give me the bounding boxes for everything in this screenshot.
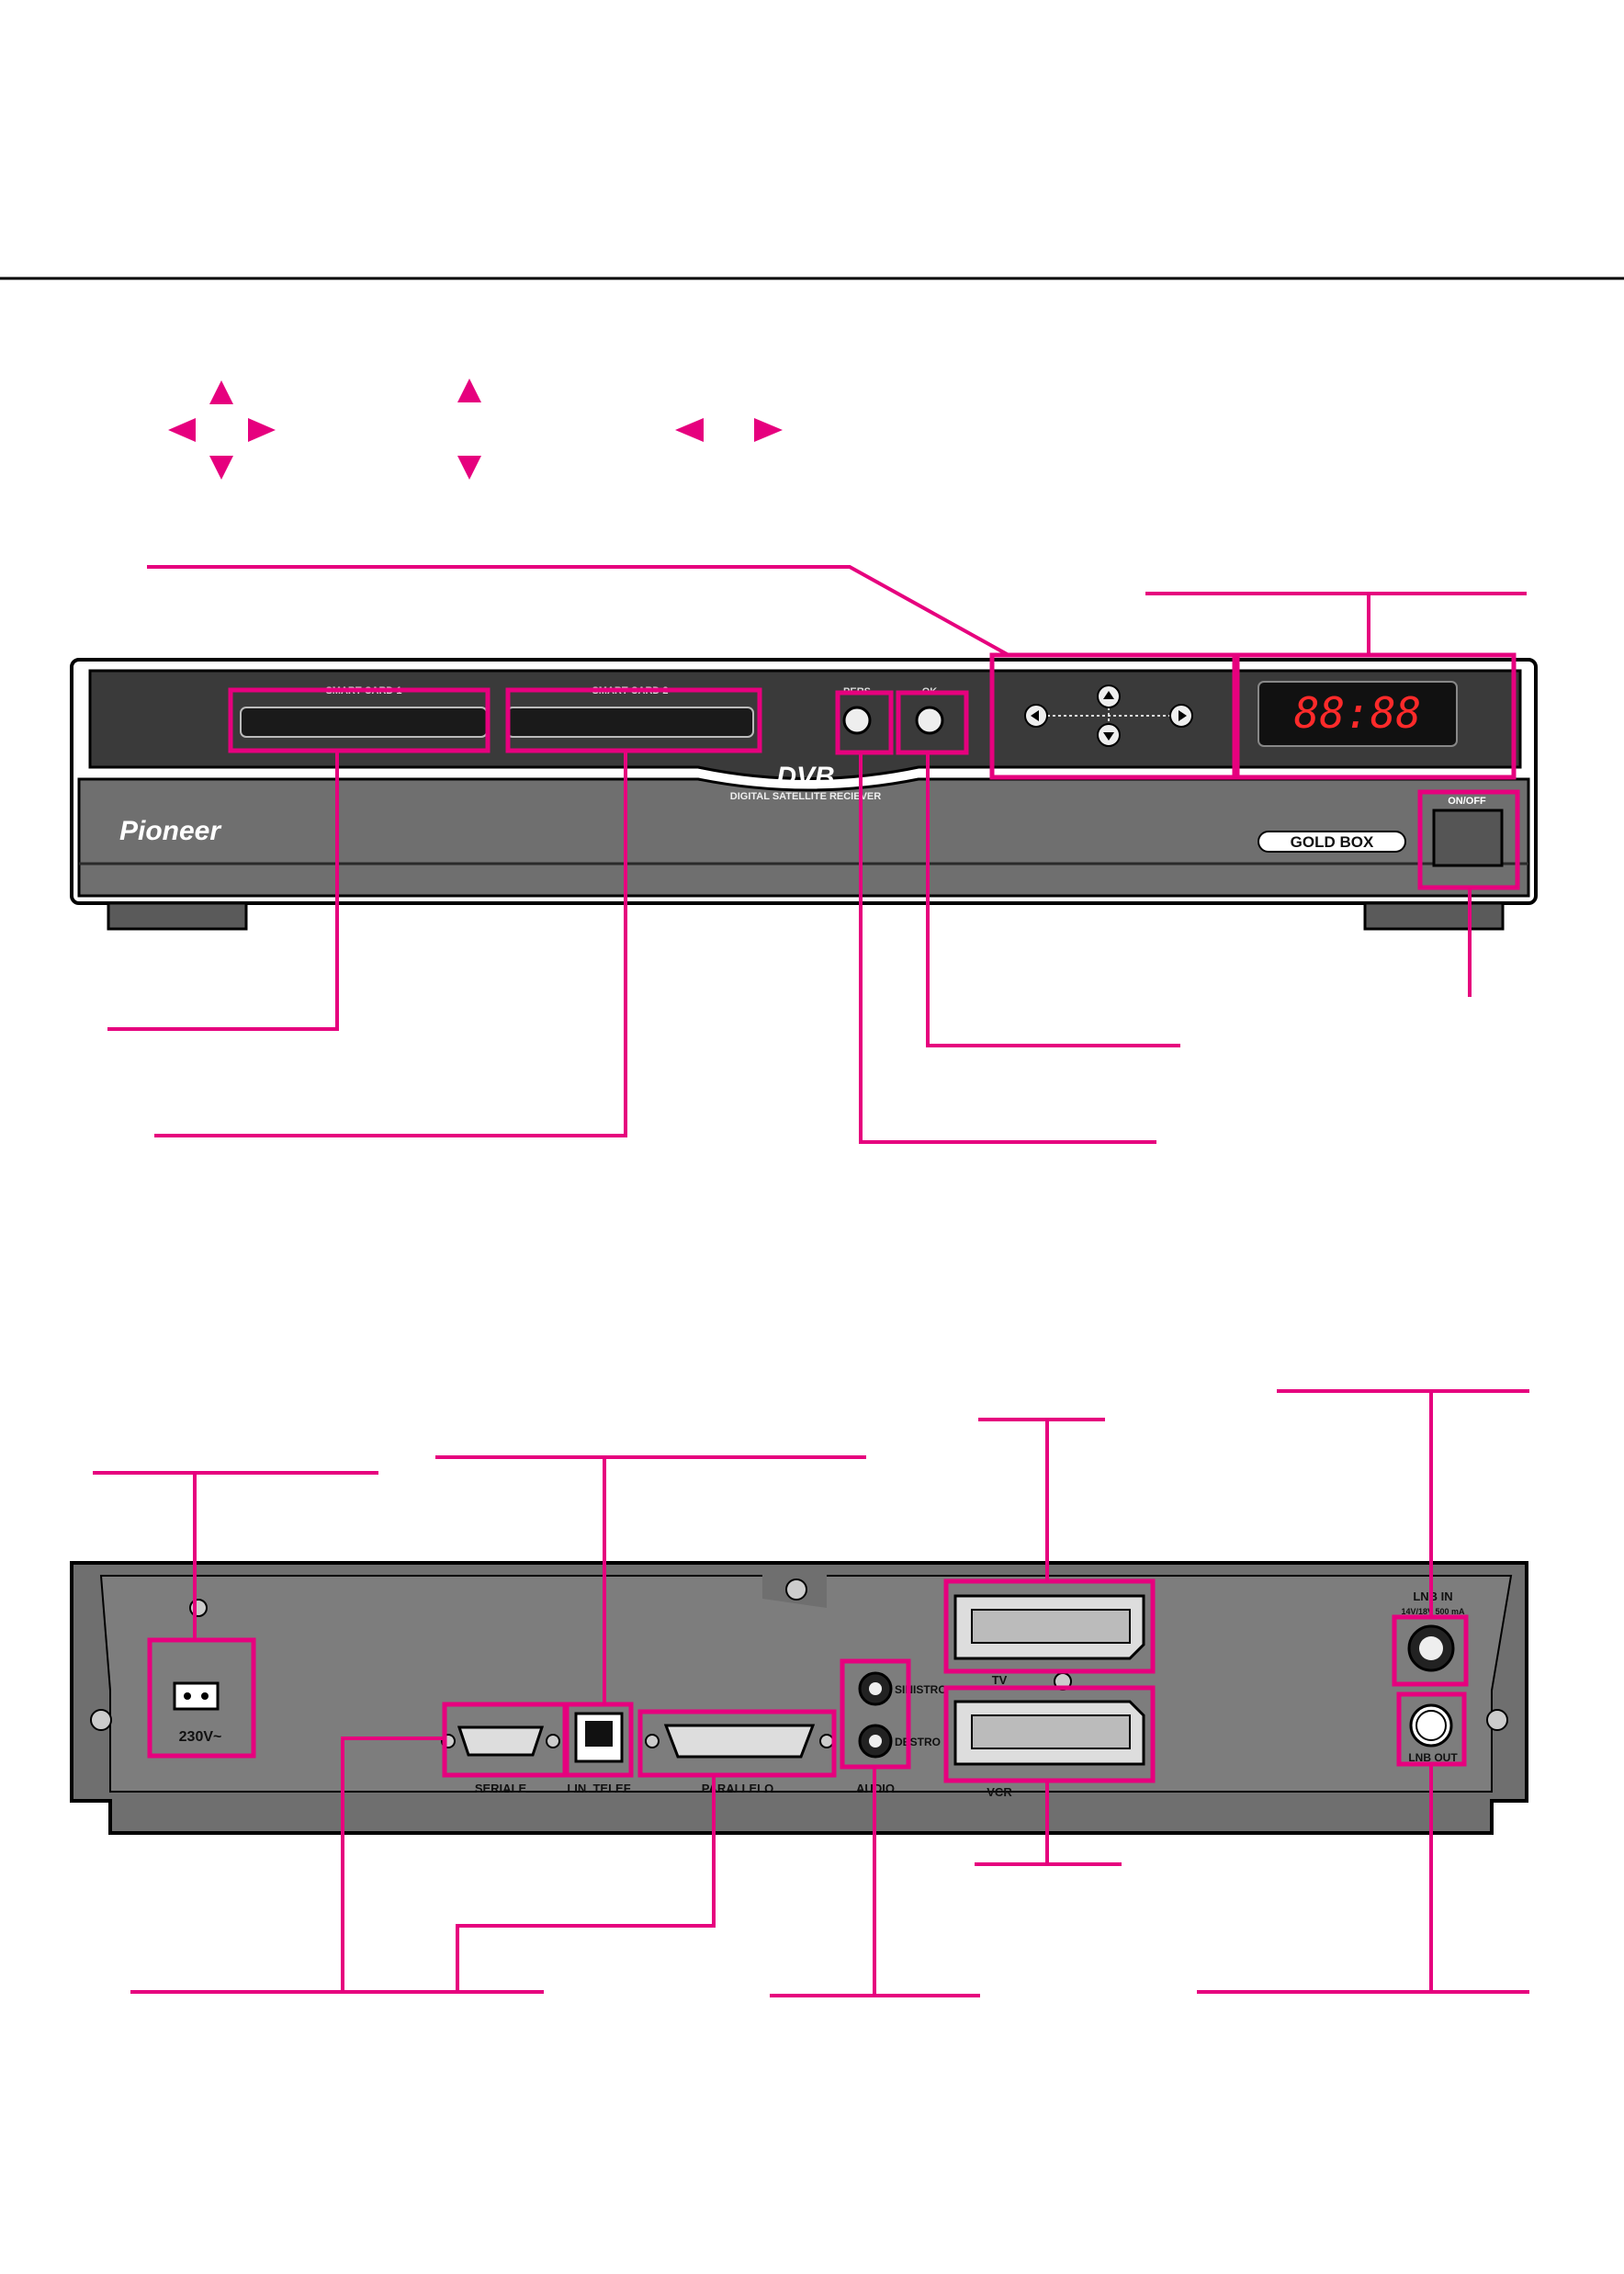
lnb-in-port[interactable] (1407, 1624, 1455, 1672)
lnb-out-label: LNB OUT (1408, 1751, 1458, 1764)
navigation-pad (1024, 684, 1193, 747)
phone-line-port[interactable] (574, 1712, 624, 1763)
rear-leader-lines (93, 1389, 1529, 1997)
up-down-arrows-icon (457, 379, 481, 480)
callout-box-ok (896, 690, 969, 755)
callout-box-smart-card-1 (228, 687, 491, 753)
parallelo-label: PARALLELO (702, 1782, 773, 1795)
callout-box-tv (943, 1578, 1156, 1674)
audio-right-jack[interactable] (858, 1724, 893, 1759)
callout-box-pers (835, 690, 894, 755)
rear-panel: 230V~ SERIALE LIN. TELEF PARALLELO (70, 1561, 1528, 1835)
serial-port[interactable] (441, 1725, 560, 1757)
front-panel: SMART CARD 1 SMART CARD 2 PERS OK DVB DI… (70, 658, 1538, 931)
destro-label: DESTRO (895, 1736, 941, 1748)
four-way-arrows-icon (168, 380, 276, 480)
callout-box-display (1235, 652, 1517, 780)
front-leader-lines (107, 565, 1527, 1144)
scart-vcr-port[interactable] (953, 1700, 1145, 1766)
callout-box-smart-card-2 (505, 687, 762, 753)
power-button[interactable] (1432, 809, 1504, 867)
callout-box-power-input (147, 1637, 256, 1759)
nav-right-button[interactable] (1169, 704, 1193, 728)
power-socket[interactable] (173, 1681, 220, 1711)
model-label: GOLD BOX (1291, 833, 1374, 851)
device-subtitle: DIGITAL SATELLITE RECIEVER (730, 791, 881, 802)
tv-label: TV (992, 1673, 1008, 1687)
lnb-out-port[interactable] (1409, 1703, 1453, 1748)
callout-box-vcr (943, 1685, 1156, 1783)
power-label: ON/OFF (1448, 796, 1486, 807)
audio-left-jack[interactable] (858, 1671, 893, 1706)
model-badge: GOLD BOX (1257, 831, 1406, 853)
seriale-label: SERIALE (475, 1782, 527, 1795)
lnb-spec-label: 14V/18V 500 mA (1401, 1607, 1465, 1616)
lin-telef-label: LIN. TELEF (567, 1782, 630, 1795)
nav-down-button[interactable] (1097, 723, 1121, 747)
brand-logo: Pioneer (119, 816, 222, 846)
nav-left-button[interactable] (1024, 704, 1048, 728)
nav-up-button[interactable] (1097, 684, 1121, 708)
callout-box-lin-telef (564, 1702, 634, 1778)
pers-button[interactable] (842, 706, 872, 735)
left-right-arrows-icon (675, 418, 783, 442)
vcr-label: VCR (987, 1785, 1012, 1799)
sinistro-label: SINISTRO (895, 1683, 947, 1696)
dvb-logo: DVB (776, 762, 834, 792)
led-display: 88:88 (1257, 681, 1458, 747)
callout-box-nav-pad (989, 652, 1237, 780)
callout-box-parallelo (637, 1709, 837, 1778)
ok-button[interactable] (915, 706, 944, 735)
parallel-port[interactable] (645, 1724, 834, 1759)
power-input-label: 230V~ (179, 1729, 222, 1745)
display-digits: 88:88 (1294, 688, 1421, 738)
scart-tv-port[interactable] (953, 1594, 1145, 1660)
